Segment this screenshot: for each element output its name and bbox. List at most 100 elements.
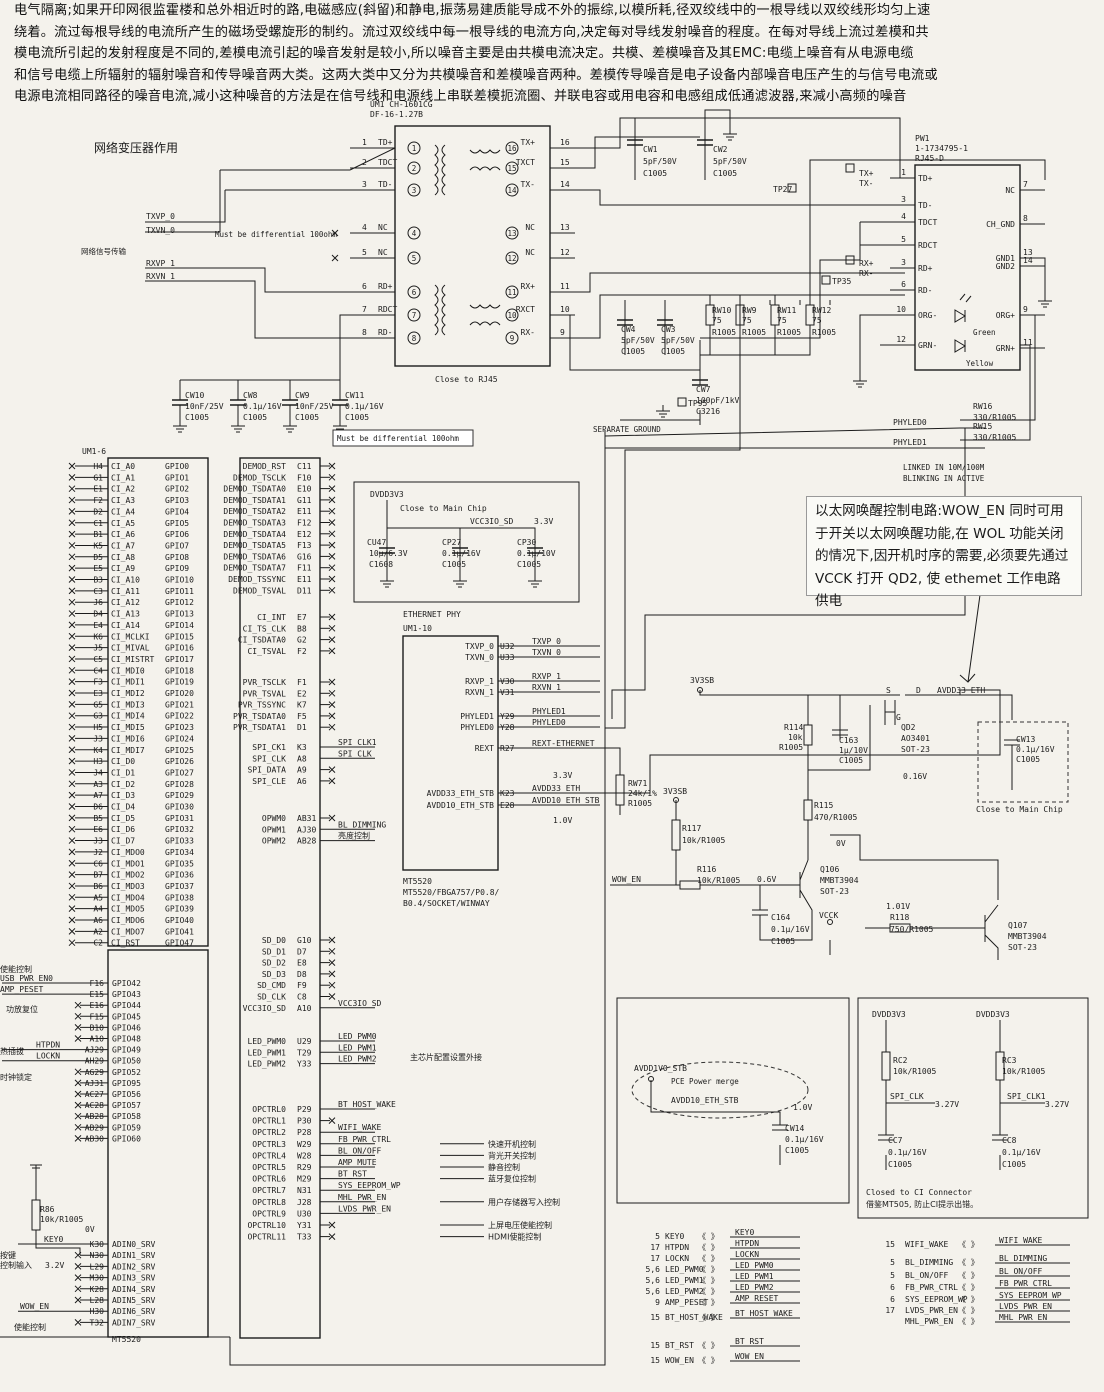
cap-ref: CW8 <box>243 391 258 400</box>
no-connect-mark <box>68 666 76 674</box>
chip-net-name: VCC3IO_SD <box>338 999 382 1008</box>
transformer-inner-pin <box>407 161 421 175</box>
offpage-sheet-number: 9 <box>655 1298 660 1307</box>
no-connect-mark <box>328 462 336 470</box>
r86-voltage: 0V <box>85 1225 95 1234</box>
gpio-pin-name: GPIO57 <box>112 1101 141 1110</box>
header-line: 电源电流相同路径的噪音电流,减小这种噪音的方法是在信号线和电源线上串联差模扼流圈… <box>14 89 907 104</box>
cap-ref: CW11 <box>345 391 364 400</box>
net-rxvn1: RXVN_1 <box>146 272 175 281</box>
adc-pin-number: L28 <box>90 1296 105 1305</box>
offpage-arrow-icon: 《 》 <box>958 1271 979 1280</box>
ci-pin-number: A3 <box>93 780 103 789</box>
chip-pin-number: G10 <box>297 936 312 945</box>
offpage-net-label: WIFI_WAKE <box>999 1236 1043 1245</box>
chip-pin-name: SD_CMD <box>257 981 286 990</box>
offpage-arrow-icon: 《 》 <box>698 1313 719 1322</box>
gpio-pin-name: GPIO46 <box>112 1023 141 1032</box>
gpio-pin-name: GPIO44 <box>112 1001 141 1010</box>
header-line: 和信号电缆上所辐射的辐射噪音和传导噪音两大类。这两大类中又分为共模噪音和差模噪音… <box>14 67 938 83</box>
ci-pin-name: CI_MDO6 <box>111 916 145 925</box>
offpage-net-name: AMP_PESET <box>665 1298 709 1307</box>
ci-pin-number: C1 <box>93 519 103 528</box>
gpio-note-lock: 时钟锁定 <box>0 1072 32 1082</box>
transformer-pin-name: RXCT <box>516 305 535 314</box>
offpage-net-name: BL_ON/OFF <box>905 1271 949 1280</box>
rj45-pin-number: 8 <box>1023 214 1028 223</box>
must-diff-note-2: Must be differential 100ohm <box>337 434 459 443</box>
chip-pin-name: OPCTRL6 <box>252 1175 286 1184</box>
ci-pin-name: CI_MDO0 <box>111 848 145 857</box>
gpio-pin-name: GPIO49 <box>112 1046 141 1055</box>
qd2-pin-s: S <box>886 686 891 695</box>
ci-pin-name: CI_D6 <box>111 825 135 834</box>
chip-pin-name: PVR_TSDATA1 <box>233 723 286 732</box>
no-connect-mark <box>74 1012 82 1020</box>
offpage-arrow-icon: 《 》 <box>698 1276 719 1285</box>
close-to-rj45-note: Close to RJ45 <box>435 375 498 384</box>
ci-pin-number: C3 <box>93 587 103 596</box>
no-connect-mark <box>74 1123 82 1131</box>
gpio-pin-number: AB28 <box>85 1112 104 1121</box>
offpage-arrow-icon: 《 》 <box>958 1306 979 1315</box>
cw14-pkg: C1005 <box>785 1146 809 1155</box>
rj45-pin-name: GRN+ <box>996 344 1015 353</box>
ci-pin-name: CI_MISTRT <box>111 655 155 664</box>
transformer-pin-number: 15 <box>560 158 570 167</box>
cap-ref: CW9 <box>295 391 310 400</box>
wow-v06: 0.6V <box>757 875 776 884</box>
chip-pin-name: LED_PWM2 <box>247 1060 286 1069</box>
chip-pin-number: E11 <box>297 575 312 584</box>
ci-gpio-name: GPIO14 <box>165 621 194 630</box>
rc3-val: 10k/R1005 <box>1002 1067 1046 1076</box>
transformer-inner-pin-number: 8 <box>412 334 417 343</box>
no-connect-mark <box>68 882 76 890</box>
ci-gpio-name: GPIO34 <box>165 848 194 857</box>
net-vcck: VCCK <box>819 911 838 920</box>
adc-pin-name: ADIN4_SRV <box>112 1285 156 1294</box>
flag-tx-minus: TX- <box>859 179 873 188</box>
header-paragraph: 电气隔离;如果开印网很监霍楼和总外相近时的路,电磁感应(斜留)和静电,振荡易建质… <box>14 0 1090 108</box>
chip-pin-number: E10 <box>297 485 312 494</box>
gpio-pin-name: GPIO52 <box>112 1068 141 1077</box>
ci-pin-name: CI_A13 <box>111 610 140 619</box>
testpoint-tp35: TP35 <box>832 277 851 286</box>
um1-6-chip: MT5520 <box>112 1335 141 1344</box>
offpage-net-label: SYS_EEPROM_WP <box>999 1291 1062 1300</box>
no-connect-mark <box>328 541 336 549</box>
ci-pin-name: CI_MIVAL <box>111 644 150 653</box>
qd2-ref: QD2 <box>901 723 916 732</box>
gpio-note-hotplug: 热插拔 <box>0 1046 24 1056</box>
transformer-inner-pin <box>407 308 421 322</box>
led-res-ref: RW16 <box>973 402 992 411</box>
ci-pin-number: J3 <box>93 734 103 743</box>
ci-pin-number: K5 <box>93 541 103 550</box>
avdd10-net: AVDD10_ETH_STB <box>671 1096 739 1105</box>
ci-gpio-name: GPIO16 <box>165 644 194 653</box>
chip-pin-name: OPCTRL8 <box>252 1198 286 1207</box>
transformer-inner-pin <box>407 331 421 345</box>
rj45-pin-number: 4 <box>901 212 906 221</box>
cc7-val: 0.1μ/16V <box>888 1148 927 1157</box>
gpio-pin-name: GPIO59 <box>112 1123 141 1132</box>
offpage-net-label: LED_PWM1 <box>735 1272 774 1281</box>
q106-pkg: SOT-23 <box>820 887 849 896</box>
gpio-net-name: HTPDN <box>36 1041 60 1050</box>
ci-pin-number: E3 <box>93 689 103 698</box>
chip-pin-name: CI_TSDATA0 <box>238 636 286 645</box>
no-connect-mark <box>68 576 76 583</box>
signal-transfer-label: 网络信号传输 <box>81 246 126 256</box>
capacitor-cw7 <box>692 379 708 386</box>
r114-val: 10k <box>788 733 803 742</box>
ci-pin-number: D2 <box>93 507 103 516</box>
ci-pin-name: CI_D7 <box>111 837 135 846</box>
chip-pin-name: SPI_DATA <box>247 766 286 775</box>
no-connect-mark <box>74 1079 82 1087</box>
transformer-pin-name: TD+ <box>378 138 393 147</box>
rj45-type: RJ45-D <box>915 154 944 163</box>
transformer-inner-pin-number: 16 <box>507 144 517 153</box>
chip-pin-number: P29 <box>297 1105 312 1114</box>
transformer-part: DF-16-1.27B <box>370 110 423 119</box>
